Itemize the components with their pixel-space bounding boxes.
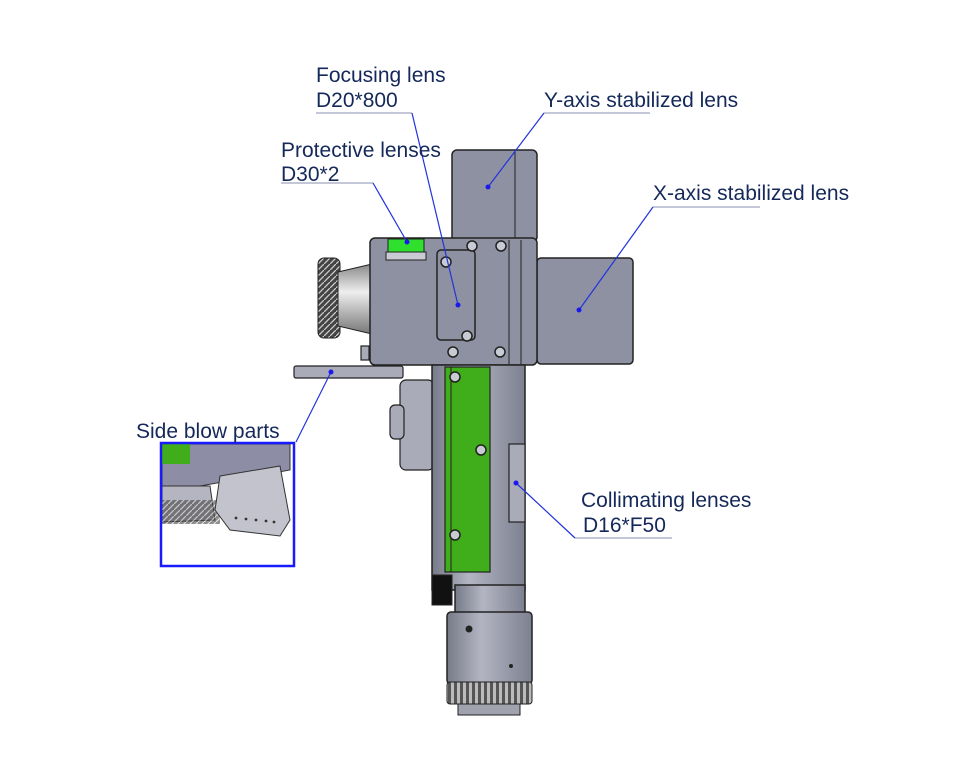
green-side-cover <box>444 366 491 573</box>
y-axis-lens-housing <box>451 149 538 243</box>
focusing-lens-title: Focusing lens <box>316 64 446 87</box>
protective-lenses-spec: D30*2 <box>281 163 339 186</box>
collimating-lenses-title: Collimating lenses <box>581 489 751 512</box>
laser-head-drawing <box>159 149 634 716</box>
side-knob <box>399 379 435 471</box>
x-axis-lens-housing <box>536 257 634 365</box>
callout-x-axis-lens: X-axis stabilized lens <box>576 182 849 313</box>
inset-border <box>159 441 296 568</box>
nozzle-cone <box>337 263 373 335</box>
protective-lenses-title: Protective lenses <box>281 139 441 162</box>
collimating-lenses-spec: D16*F50 <box>583 514 666 537</box>
nozzle-knurled-ring <box>317 257 341 339</box>
x-axis-lens-title: X-axis stabilized lens <box>653 182 849 205</box>
side-blow-plate <box>293 365 404 379</box>
callout-collimating-lenses: Collimating lenses D16*F50 <box>513 480 751 539</box>
side-blow-title: Side blow parts <box>136 420 280 443</box>
side-blow-inset <box>159 441 296 568</box>
callout-protective-lenses: Protective lenses D30*2 <box>281 139 441 245</box>
callout-side-blow: Side blow parts <box>136 369 334 443</box>
callout-focusing-lens: Focusing lens D20*800 <box>316 64 461 308</box>
focusing-lens-spec: D20*800 <box>316 89 398 112</box>
callout-y-axis-lens: Y-axis stabilized lens <box>485 89 738 190</box>
y-axis-lens-title: Y-axis stabilized lens <box>544 89 738 112</box>
nozzle-knurled-collar <box>446 681 533 705</box>
nozzle-cylinder <box>446 611 533 685</box>
